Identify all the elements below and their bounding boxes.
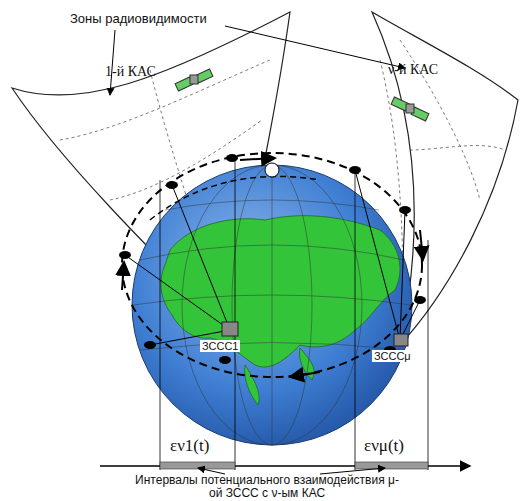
station-label: ЗСССμ xyxy=(372,350,413,362)
satellite-label: ν-й КАС xyxy=(388,62,438,77)
satellite-icon xyxy=(175,69,429,346)
satellite-label: 1-й КАС xyxy=(105,64,156,79)
interval-label: εν1(t) xyxy=(168,437,211,456)
axis-caption: Интервалы потенциального взаимодействия … xyxy=(132,474,402,500)
zone-title: Зоны радиовидимости xyxy=(70,12,207,26)
station-label: ЗССС1 xyxy=(200,340,240,352)
interval-label: ενμ(t) xyxy=(362,437,406,456)
